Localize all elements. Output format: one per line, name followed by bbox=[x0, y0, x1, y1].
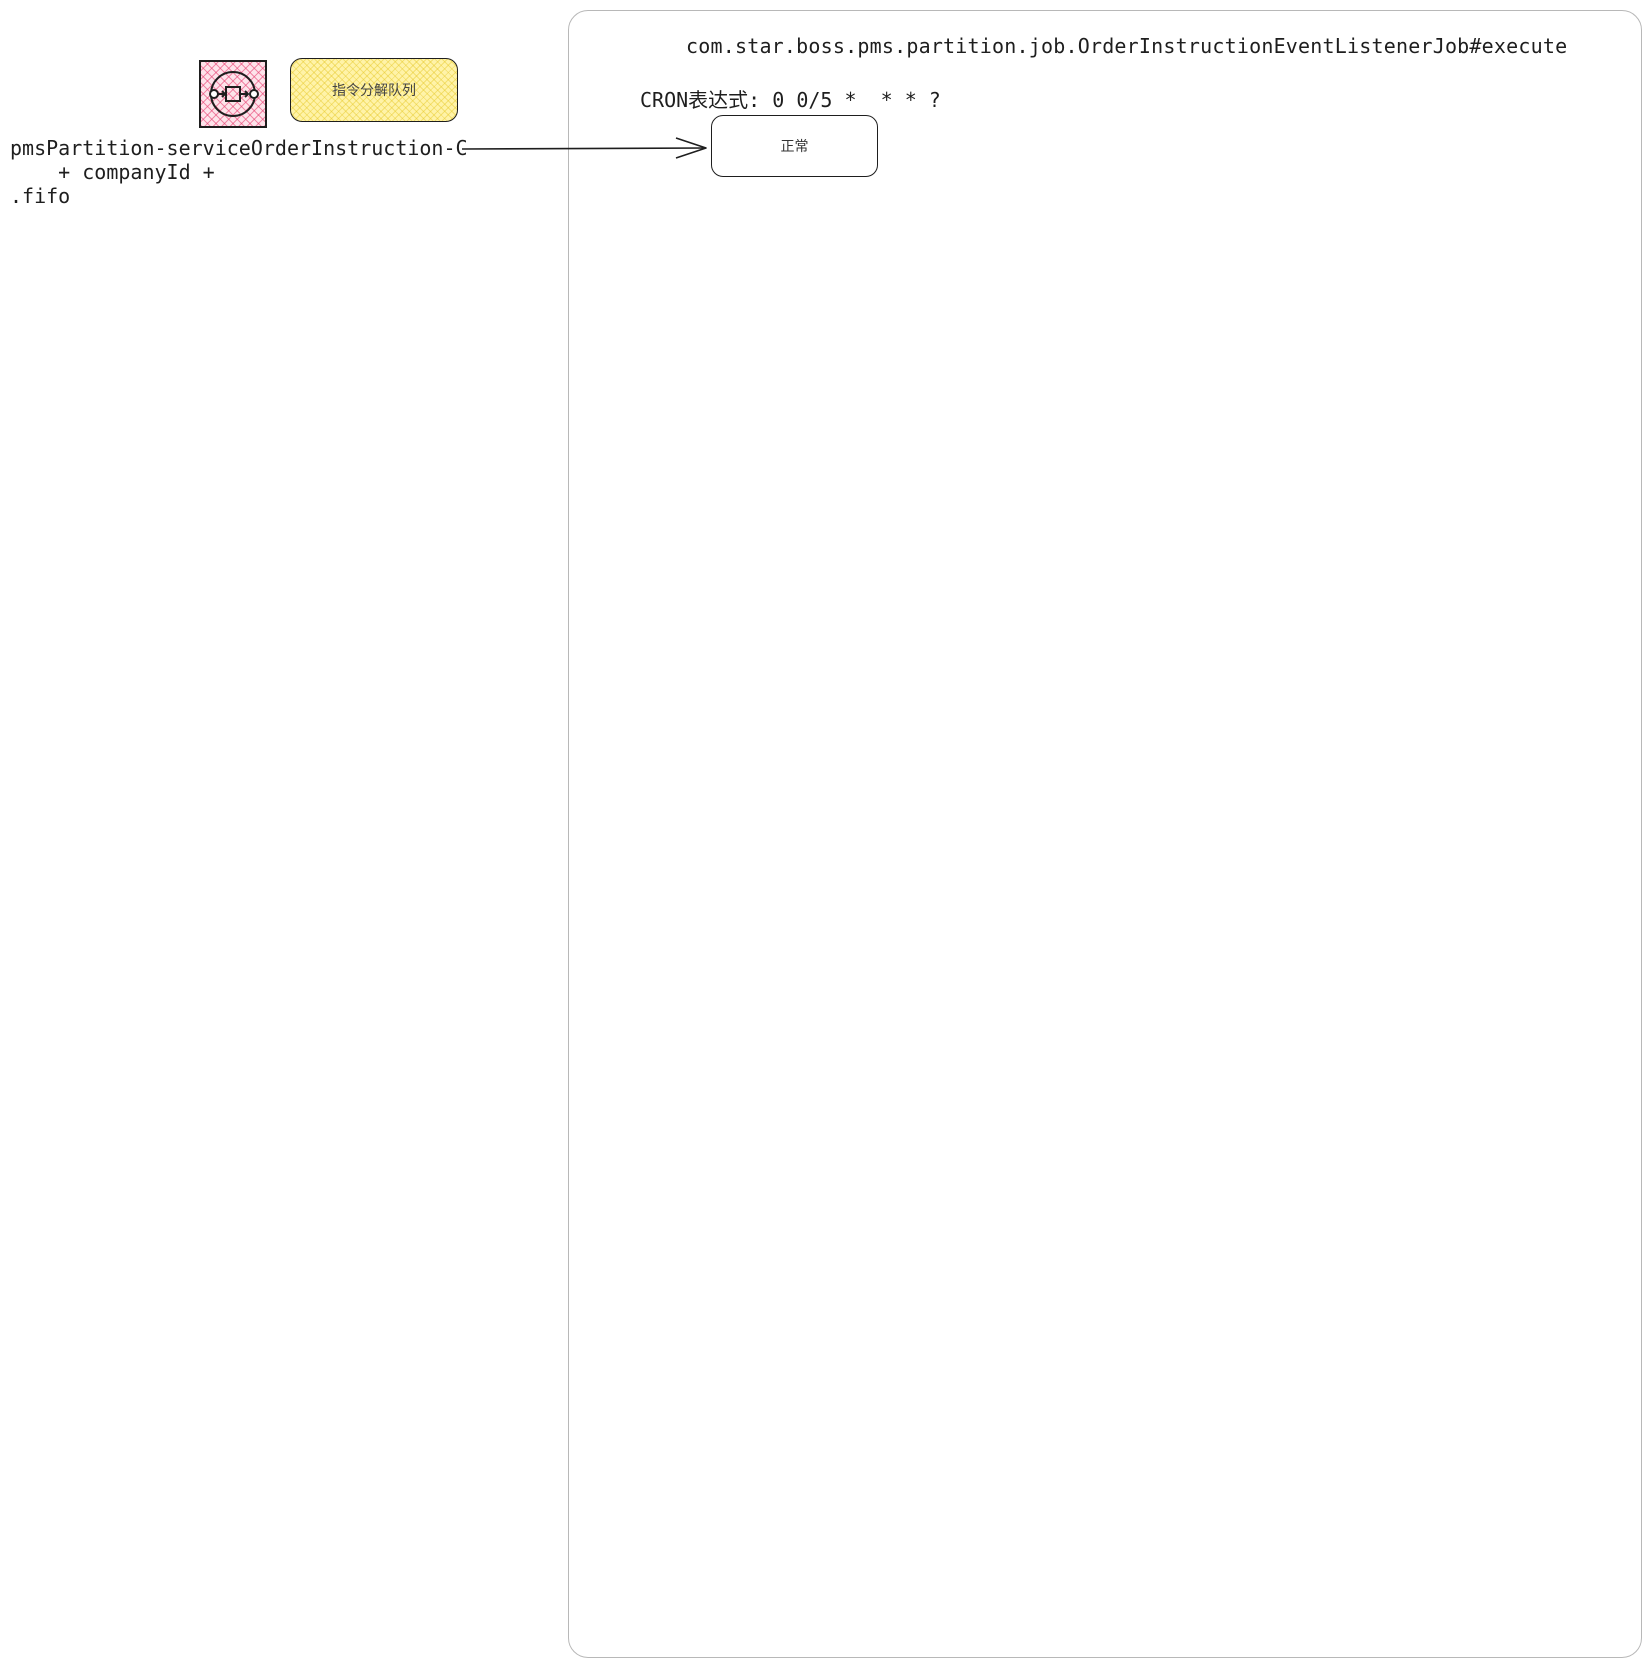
job-frame-title: com.star.boss.pms.partition.job.OrderIns… bbox=[686, 34, 1568, 58]
job-frame bbox=[568, 10, 1642, 1658]
queue-icon bbox=[199, 60, 267, 128]
queue-icon-input-dot bbox=[209, 89, 219, 99]
queue-name-line-1: pmsPartition-serviceOrderInstruction-C bbox=[10, 136, 468, 160]
state-node-normal[interactable]: 正常 bbox=[711, 115, 878, 177]
queue-name: pmsPartition-serviceOrderInstruction-C +… bbox=[10, 136, 468, 208]
queue-name-line-2: + companyId + bbox=[10, 160, 215, 184]
queue-label-box[interactable]: 指令分解队列 bbox=[290, 58, 458, 122]
queue-icon-output-dot bbox=[249, 89, 259, 99]
queue-name-line-3: .fifo bbox=[10, 184, 71, 208]
queue-icon-core bbox=[225, 86, 241, 102]
cron-expression: CRON表达式: 0 0/5 * * * ? bbox=[640, 88, 941, 112]
